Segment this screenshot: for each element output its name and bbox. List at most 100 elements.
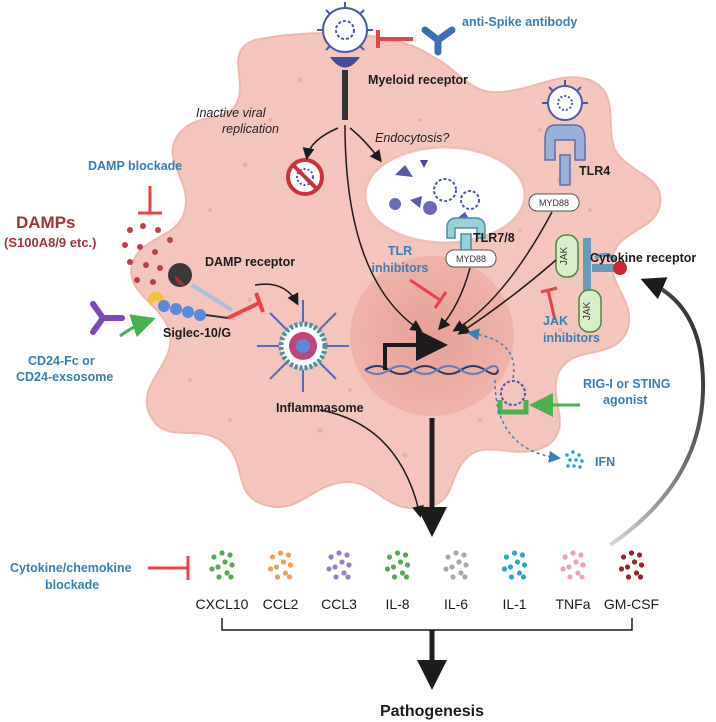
cytokine-dot (579, 574, 585, 580)
cytokine-dot (516, 570, 523, 576)
cytokine-dot (346, 562, 352, 568)
cytokine-label: TNFa (556, 596, 591, 612)
cytokine-label: IL-6 (444, 596, 468, 612)
cytokine-dot (501, 566, 508, 572)
damp-receptor-label: DAMP receptor (205, 255, 295, 269)
cytokine-dot (391, 574, 398, 580)
dashed-arrow-to-nucleus (467, 328, 515, 379)
siglec-icon (147, 291, 229, 321)
cytokine-label: IL-8 (385, 596, 409, 612)
myd88-badge-tlr78: MYD88 (445, 249, 497, 268)
cytokine-label: CXCL10 (196, 596, 249, 612)
dashed-arrow-to-ifn (494, 379, 561, 463)
cytokine-dot (560, 566, 566, 572)
cytokine-dot (628, 550, 635, 556)
pathogenesis-label: Pathogenesis (380, 703, 484, 720)
cytokine-ccl3: CCL3 (321, 550, 357, 612)
cytokine-dot (462, 574, 468, 580)
cytokine-dot (339, 559, 345, 565)
svg-text:JAK: JAK (559, 247, 570, 266)
cytokine-tnfa: TNFa (556, 550, 591, 612)
cytokine-dot (332, 564, 338, 570)
cytokine-dot (519, 552, 526, 558)
cytokine-dot (216, 574, 222, 580)
inflammasome-icon (257, 300, 349, 392)
inhibit-jak-icon (540, 286, 558, 321)
arrow-inflammasome-to-cytokines (319, 409, 424, 518)
cytokine-blockade-label-2: blockade (45, 578, 99, 592)
rig-sting-label: RIG-I or STING (583, 377, 671, 391)
inhibit-damp-icon (138, 186, 162, 215)
sars-cov-2-virus-icon (317, 2, 373, 53)
svg-text:MYD88: MYD88 (456, 254, 486, 264)
cytokine-blockade-label: Cytokine/chemokine (10, 561, 132, 575)
cytokine-dot (222, 559, 228, 565)
nucleus (350, 256, 514, 416)
siglec-label: Siglec-10/G (163, 326, 231, 340)
dna-icon (364, 365, 499, 375)
cytokine-dot (280, 559, 287, 565)
transcription-start-arrow (383, 329, 448, 370)
jak-inhibitors-label: JAK (543, 314, 568, 328)
cytokine-dot (215, 564, 221, 570)
cytokine-dot (269, 554, 276, 560)
myeloid-receptor-icon (330, 57, 360, 120)
cytokine-dot (328, 554, 334, 560)
cytokine-dot (344, 552, 350, 558)
cytokine-dot (520, 574, 527, 580)
cytokine-dot (336, 550, 342, 556)
tlr78-label: TLR7/8 (473, 231, 515, 245)
ifn-molecules (565, 450, 584, 469)
cytokine-dot (219, 550, 225, 556)
cytokine-dot (228, 574, 234, 580)
cytokine-dot (397, 559, 404, 565)
rig-sting-label-2: agonist (603, 393, 648, 407)
inactive-replication-label-2: replication (222, 122, 279, 136)
cytokine-il-6: IL-6 (443, 550, 469, 612)
anti-spike-label: anti-Spike antibody (462, 15, 577, 29)
inflammasome-label: Inflammasome (276, 401, 364, 415)
cytokine-dot (224, 570, 230, 576)
inactive-replication-label: Inactive viral (196, 106, 267, 120)
cytokine-dot (285, 552, 292, 558)
cytokine-dot (445, 554, 451, 560)
tlr-inhibitors-label: TLR (388, 244, 412, 258)
cytokine-dot (227, 552, 233, 558)
cytokine-dot (562, 554, 568, 560)
inhibit-tlr-icon (409, 278, 448, 309)
cytokine-dot (333, 574, 339, 580)
arrow-tlr78-to-nucleus (438, 267, 471, 331)
damp-receptor-icon (168, 263, 234, 312)
cytokine-dot (287, 562, 294, 568)
cytokine-dot (390, 564, 397, 570)
cd24-fc-icon (90, 301, 125, 335)
myeloid-receptor-label: Myeloid receptor (368, 73, 468, 87)
cytokine-dot (580, 562, 586, 568)
cytokine-cxcl10: CXCL10 (196, 550, 249, 612)
cytokine-receptor-label: Cytokine receptor (590, 251, 696, 265)
cytokine-il-1: IL-1 (501, 550, 528, 612)
cytokine-dot (636, 552, 643, 558)
cytokine-dot (229, 562, 235, 568)
cytokine-dot (514, 559, 521, 565)
cytokine-ccl2: CCL2 (263, 550, 299, 612)
arrow-jak-to-nucleus (457, 259, 557, 335)
cytokine-dot (402, 552, 409, 558)
cytokine-label: GM-CSF (604, 596, 659, 612)
cytokine-label: IL-1 (502, 596, 526, 612)
cd24-label-2: CD24-exsosome (16, 370, 113, 384)
cytokine-dot (637, 574, 644, 580)
cytokine-dot (507, 564, 514, 570)
inhibit-damp-receptor-icon (227, 292, 265, 320)
cytokine-dot (274, 574, 281, 580)
cytokine-dot (503, 554, 510, 560)
cytokine-dot (449, 564, 455, 570)
cytokine-gm-csf: GM-CSF (604, 550, 659, 612)
cytokine-label: CCL2 (263, 596, 299, 612)
cytokine-dot (463, 562, 469, 568)
cytokine-dot (267, 566, 274, 572)
inhibit-antibody-icon (376, 30, 413, 48)
cytokine-dot (618, 566, 625, 572)
cytokine-bracket (221, 618, 633, 631)
